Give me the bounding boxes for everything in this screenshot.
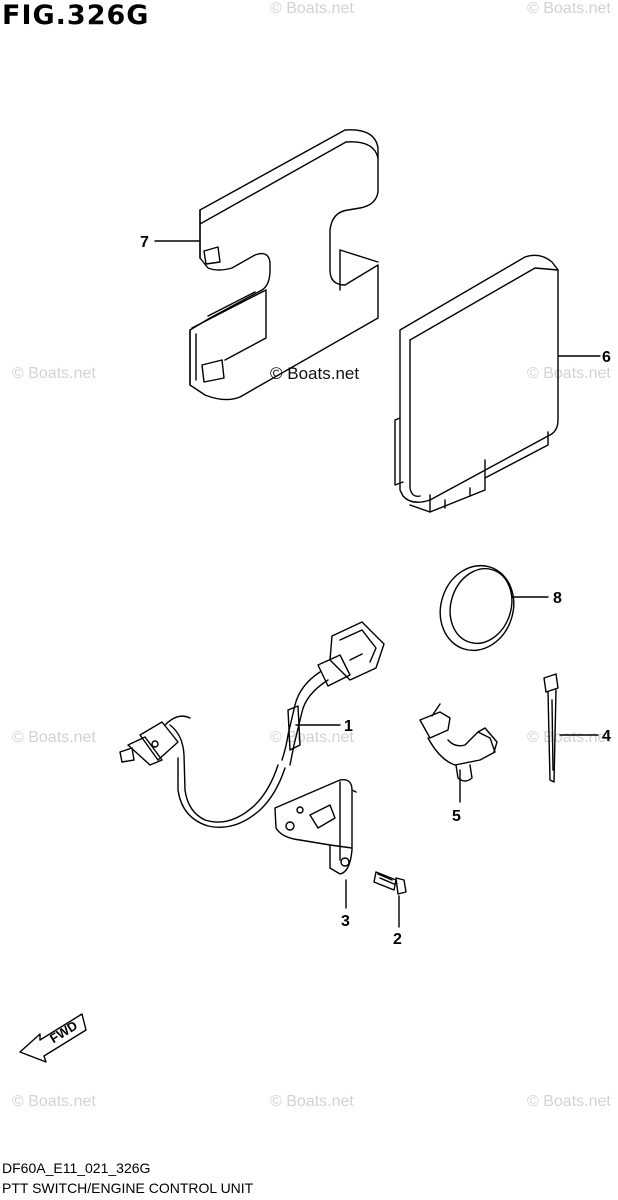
part-2-bolt — [373, 871, 407, 895]
watermark: © Boats.net — [270, 0, 354, 17]
callout-2: 2 — [393, 931, 402, 948]
fwd-label: FWD — [47, 1018, 80, 1046]
figure-name: PTT SWITCH/ENGINE CONTROL UNIT — [2, 1180, 254, 1196]
part-1-ptt-switch — [119, 621, 385, 828]
watermark: © Boats.net — [270, 1093, 354, 1110]
part-7-cover — [189, 129, 379, 401]
watermark: © Boats.net — [270, 729, 354, 746]
watermark: © Boats.net — [527, 365, 611, 382]
callout-6: 6 — [602, 349, 611, 366]
callout-5: 5 — [452, 808, 461, 825]
watermark: © Boats.net — [527, 1093, 611, 1110]
callout-8: 8 — [553, 590, 562, 607]
fwd-arrow-icon — [19, 1013, 87, 1063]
part-8-grommet — [439, 564, 515, 652]
callout-7: 7 — [140, 234, 149, 251]
callout-1: 1 — [344, 718, 353, 735]
leader-lines — [154, 240, 601, 928]
part-3-bracket — [274, 779, 357, 875]
watermark-center: © Boats.net — [270, 364, 360, 383]
figure-code: DF60A_E11_021_326G — [2, 1160, 151, 1176]
figure-title: FIG.326G — [2, 0, 150, 31]
part-5-clamp — [419, 703, 498, 782]
part-4-cable-tie — [543, 673, 559, 783]
watermark: © Boats.net — [12, 365, 96, 382]
callout-4: 4 — [602, 728, 611, 745]
watermark: © Boats.net — [12, 1093, 96, 1110]
callout-3: 3 — [341, 913, 350, 930]
watermark: © Boats.net — [527, 729, 611, 746]
watermark: © Boats.net — [527, 0, 611, 17]
part-6-ecu — [394, 254, 559, 513]
watermark: © Boats.net — [12, 729, 96, 746]
